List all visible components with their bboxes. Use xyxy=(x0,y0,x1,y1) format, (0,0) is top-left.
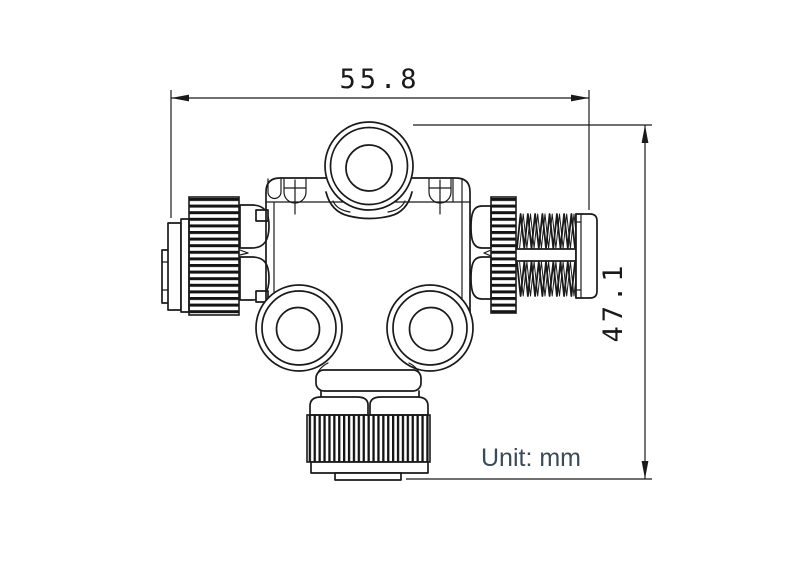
left-connector-knurl xyxy=(188,196,240,316)
left-connector xyxy=(161,196,270,316)
width-dimension-value: 55.8 xyxy=(339,64,420,95)
height-dimension-value: 47.1 xyxy=(598,261,629,342)
right-connector-knurl xyxy=(490,196,517,314)
bottom-connector xyxy=(306,390,431,481)
top-port xyxy=(324,121,414,220)
right-connector-tip xyxy=(575,213,598,299)
right-connector xyxy=(470,196,598,314)
arrowhead-left xyxy=(171,94,189,102)
arrowhead-top xyxy=(641,125,649,143)
bottom-connector-knurl xyxy=(306,414,431,463)
dimension-width: 55.8 xyxy=(170,64,590,218)
dimension-height: 47.1 xyxy=(406,124,652,480)
arrowhead-right xyxy=(571,94,589,102)
unit-label: Unit: mm xyxy=(481,444,581,472)
front-ports xyxy=(255,284,474,372)
bottom-connector-cap xyxy=(334,472,402,481)
bottom-strap xyxy=(315,362,422,392)
arrowhead-bottom xyxy=(641,461,649,479)
left-connector-cap xyxy=(167,222,182,311)
